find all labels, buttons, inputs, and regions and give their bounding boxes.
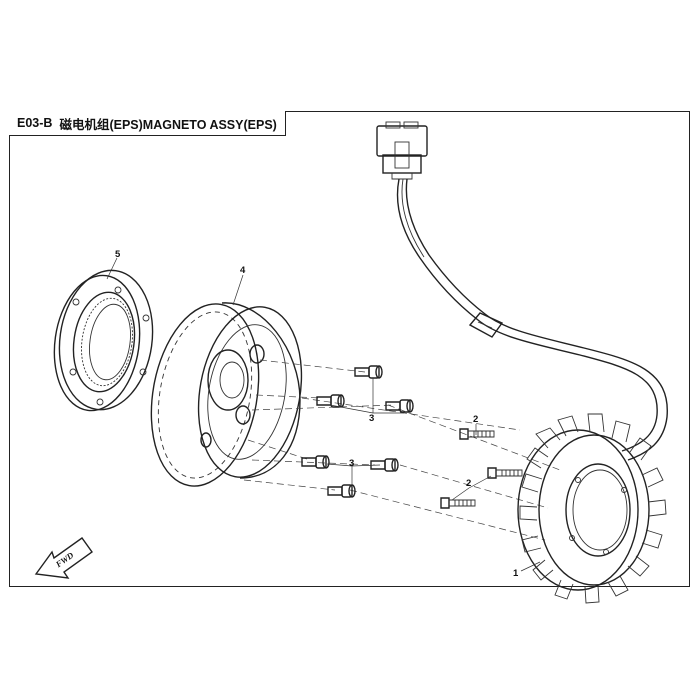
wire-harness bbox=[396, 178, 668, 461]
diagram-frame bbox=[9, 111, 690, 587]
assembly-lines bbox=[243, 359, 561, 541]
callout-5: 5 bbox=[115, 249, 121, 260]
flange-bolts bbox=[440, 428, 523, 509]
callout-2-bottom: 2 bbox=[466, 478, 471, 489]
diagram-title-box: E03-B 磁电机组(EPS)MAGNETO ASSY(EPS) bbox=[9, 111, 286, 136]
diagram-title: 磁电机组(EPS)MAGNETO ASSY(EPS) bbox=[59, 117, 277, 132]
callout-3-lower: 3 bbox=[349, 458, 354, 469]
callout-4: 4 bbox=[240, 265, 246, 276]
wire-connector bbox=[376, 121, 428, 180]
fwd-arrow: FWD bbox=[34, 537, 93, 579]
diagram-code: E03-B bbox=[17, 116, 53, 130]
one-way-clutch bbox=[53, 269, 154, 412]
callout-1: 1 bbox=[513, 568, 519, 579]
socket-bolts bbox=[301, 365, 414, 498]
flywheel-rotor bbox=[150, 302, 303, 487]
stator bbox=[517, 413, 667, 604]
callout-leaders bbox=[106, 257, 541, 572]
callout-2-top: 2 bbox=[473, 414, 478, 425]
callout-3-upper: 3 bbox=[369, 413, 374, 424]
